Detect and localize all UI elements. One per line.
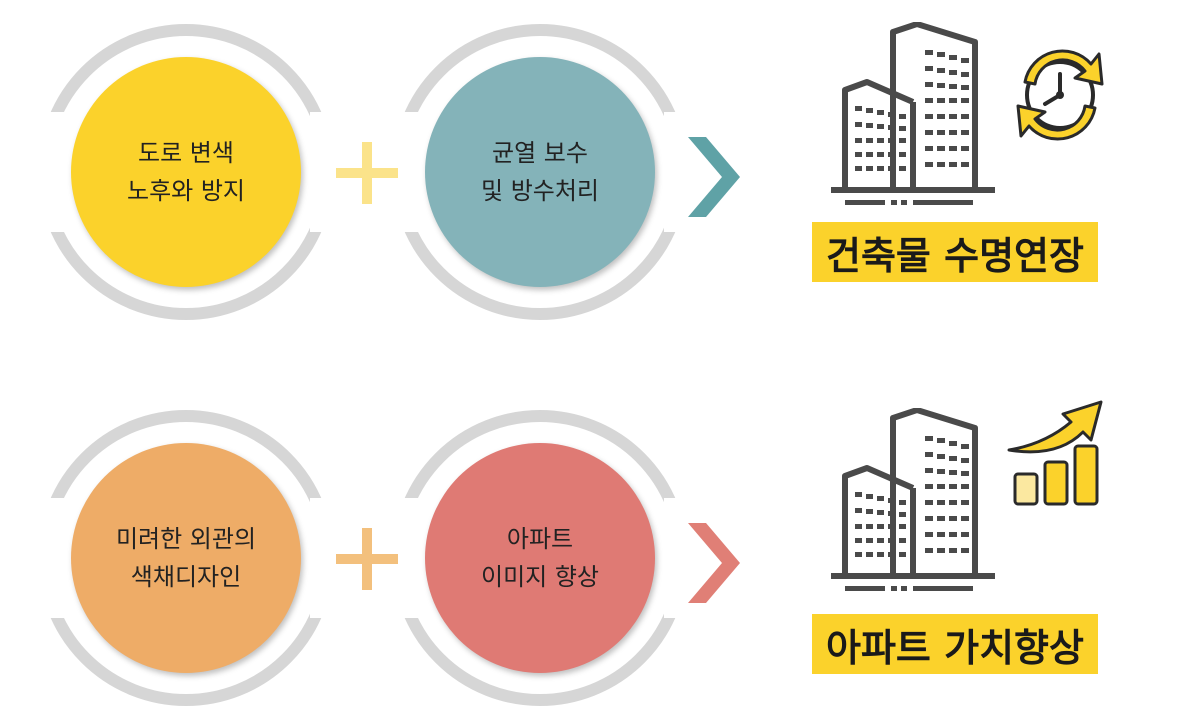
circle-text-line: 미려한 외관의 [115,525,257,553]
plus-icon [336,142,398,204]
circle-text-line: 이미지 향상 [480,563,600,591]
circle-text-line: 노후와 방지 [126,177,246,205]
clock-refresh-icon [1016,49,1104,141]
ring-gap [30,498,64,618]
circle-text-line: 균열 보수 [492,139,588,167]
circle-road-discoloration: 도로 변색 노후와 방지 [71,57,301,287]
chevron-right-icon [688,137,740,217]
row-building-lifespan: 도로 변색 노후와 방지 균열 보수 및 방수처리 [0,22,1190,322]
building-icon [831,22,995,205]
result-label: 아파트 가치향상 [812,614,1098,674]
plus-icon [336,528,398,590]
ring-gap [30,112,64,232]
circle-text-line: 및 방수처리 [480,177,600,205]
row-apartment-value: 미려한 외관의 색채디자인 아파트 이미지 향상 [0,400,1190,708]
growth-chart-icon [1007,400,1103,506]
building-icon [831,408,995,591]
circle-crack-repair: 균열 보수 및 방수처리 [425,57,655,287]
circle-apartment-image: 아파트 이미지 향상 [425,443,655,673]
circle-exterior-color-design: 미려한 외관의 색채디자인 [71,443,301,673]
circle-text-line: 도로 변색 [138,139,234,167]
circle-text-line: 색채디자인 [130,563,242,591]
chevron-right-icon [688,523,740,603]
result-label: 건축물 수명연장 [812,222,1098,282]
circle-text-line: 아파트 [506,525,574,553]
